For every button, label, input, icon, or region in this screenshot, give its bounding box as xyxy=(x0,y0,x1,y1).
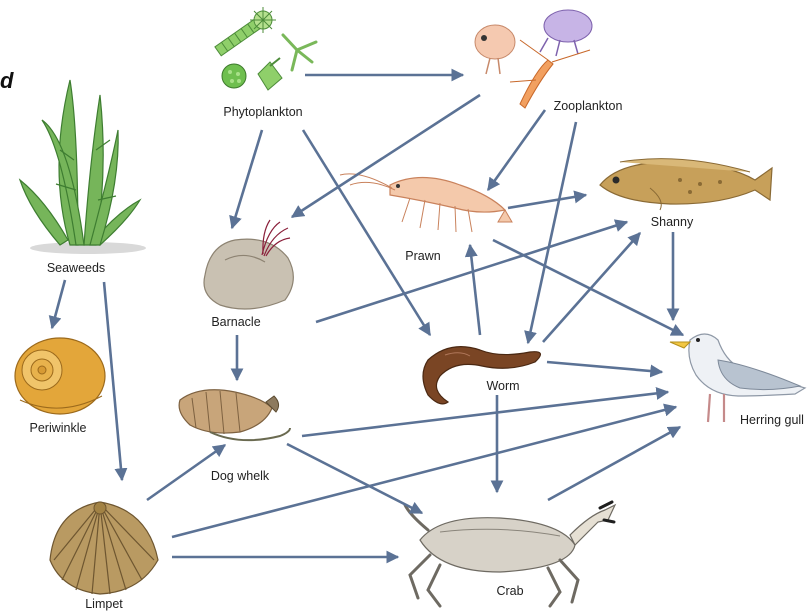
arrow-worm-to-shanny xyxy=(543,233,640,342)
arrow-zooplankton-to-worm xyxy=(528,122,576,343)
arrow-prawn-to-herring-gull xyxy=(493,240,683,335)
label-periwinkle: Periwinkle xyxy=(30,421,87,435)
arrow-zooplankton-to-prawn xyxy=(488,110,545,190)
arrow-crab-to-herring-gull xyxy=(548,427,680,500)
label-prawn: Prawn xyxy=(405,249,440,263)
dog-whelk-icon xyxy=(179,390,290,440)
arrow-seaweeds-to-limpet xyxy=(104,282,122,480)
label-dog-whelk: Dog whelk xyxy=(211,469,270,483)
seaweed-icon xyxy=(20,80,146,254)
label-herring-gull: Herring gull xyxy=(740,413,804,427)
label-seaweeds: Seaweeds xyxy=(47,261,105,275)
arrow-worm-to-prawn xyxy=(470,245,480,335)
feeding-arrows xyxy=(52,75,683,557)
prawn-icon xyxy=(340,174,512,232)
arrow-seaweeds-to-periwinkle xyxy=(52,280,65,328)
label-limpet: Limpet xyxy=(85,597,123,611)
arrow-phytoplankton-to-worm xyxy=(303,130,430,335)
herring-gull-icon xyxy=(670,334,805,422)
barnacle-icon xyxy=(204,220,293,309)
zooplankton-icon xyxy=(475,10,592,108)
phytoplankton-icon xyxy=(215,7,316,90)
label-worm: Worm xyxy=(486,379,519,393)
label-crab: Crab xyxy=(496,584,523,598)
arrow-prawn-to-shanny xyxy=(508,195,586,208)
label-barnacle: Barnacle xyxy=(211,315,260,329)
arrow-phytoplankton-to-barnacle xyxy=(232,130,262,228)
worm-icon xyxy=(423,347,540,404)
arrow-barnacle-to-shanny xyxy=(316,222,627,322)
label-shanny: Shanny xyxy=(651,215,694,229)
shanny-fish-icon xyxy=(600,159,772,210)
label-phytoplankton: Phytoplankton xyxy=(223,105,302,119)
periwinkle-icon xyxy=(15,338,105,414)
limpet-icon xyxy=(50,502,158,594)
arrow-worm-to-herring-gull xyxy=(547,362,662,372)
label-zooplankton: Zooplankton xyxy=(554,99,623,113)
arrow-dog-whelk-to-herring-gull xyxy=(302,392,668,436)
